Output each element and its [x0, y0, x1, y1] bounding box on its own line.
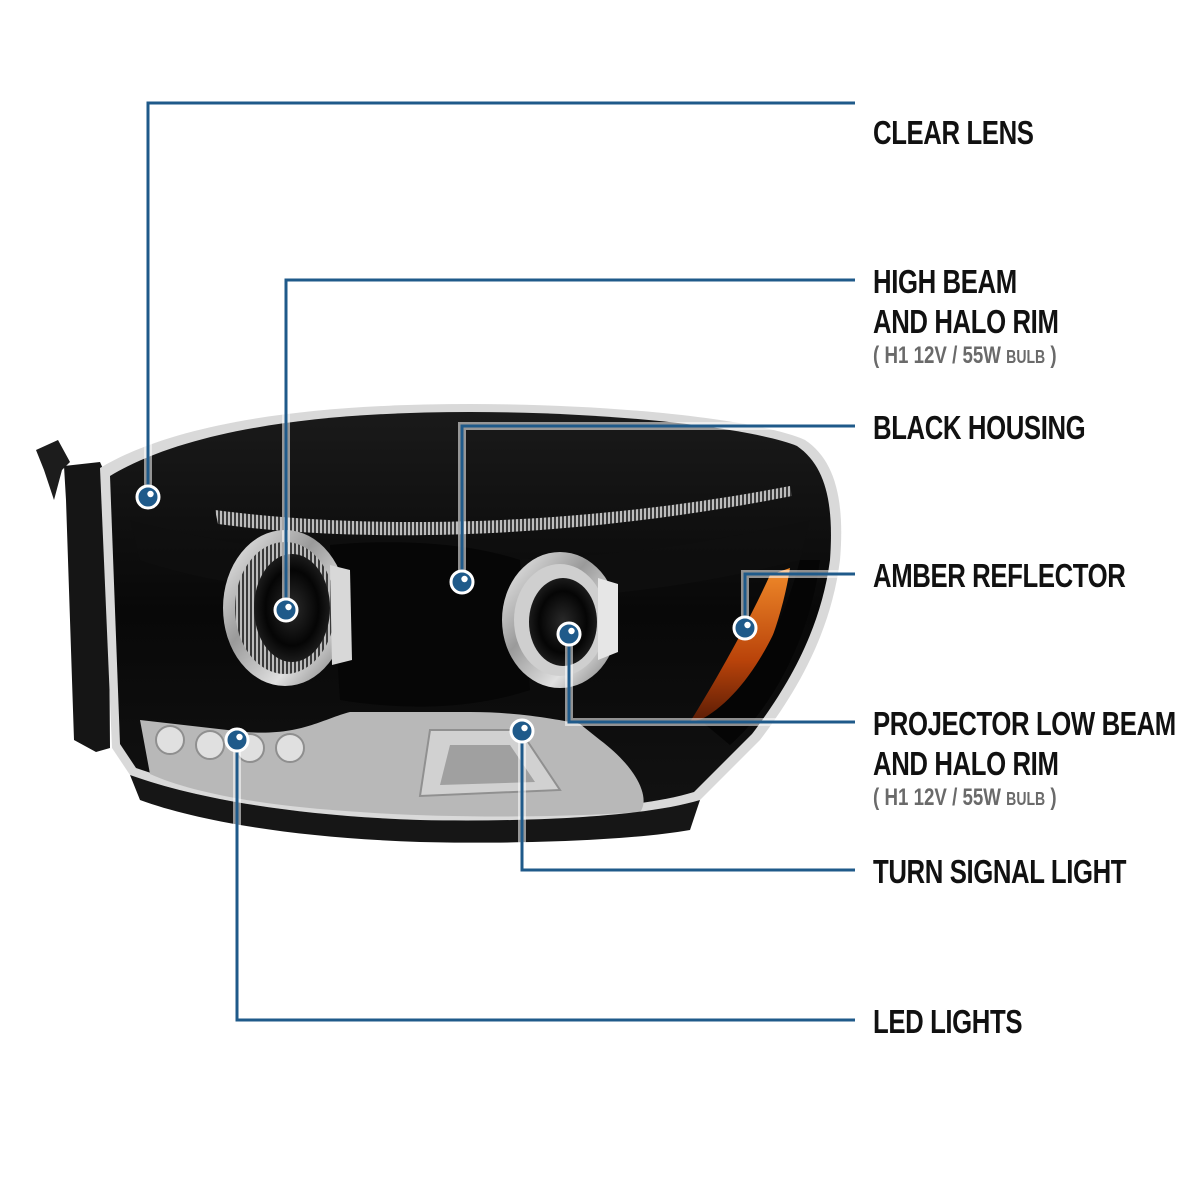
bulb-spec: ( H1 12V / 55W BULB )	[873, 342, 1058, 371]
spec-bulb: BULB	[1006, 347, 1046, 367]
dot-icon	[556, 621, 582, 647]
label-led-lights: LED LIGHTS	[873, 1002, 1023, 1042]
amber-reflector-leader	[743, 572, 855, 628]
high-beam-leader	[284, 278, 855, 610]
dot-icon	[224, 727, 250, 753]
label-text: BLACK HOUSING	[873, 409, 1086, 446]
clear-lens-leader	[146, 101, 855, 497]
callout-dots	[135, 484, 758, 753]
dot-icon	[449, 569, 475, 595]
led-lights-leader	[235, 740, 855, 1022]
dot-icon	[509, 718, 535, 744]
spec-bulb: BULB	[1006, 789, 1046, 809]
black-housing-leader	[460, 424, 855, 582]
projector-leader	[567, 634, 855, 724]
spec-open: (	[873, 784, 885, 811]
mounting-bracket	[36, 440, 110, 752]
turn-signal-leader	[520, 731, 855, 872]
projector-halo	[502, 552, 618, 688]
label-text: AND HALO RIM	[873, 303, 1059, 340]
label-amber-reflector: AMBER REFLECTOR	[873, 556, 1126, 596]
amber-reflector-shape	[690, 568, 790, 722]
spec-main: H1 12V / 55W	[884, 784, 1007, 811]
label-text: CLEAR LENS	[873, 114, 1034, 151]
label-clear-lens: CLEAR LENS	[873, 113, 1034, 153]
bulb-spec: ( H1 12V / 55W BULB )	[873, 784, 1176, 813]
dot-icon	[732, 615, 758, 641]
label-text: AMBER REFLECTOR	[873, 557, 1126, 594]
label-high-beam: HIGH BEAM AND HALO RIM ( H1 12V / 55W BU…	[873, 262, 1059, 371]
spec-close: )	[1045, 784, 1057, 811]
label-text: PROJECTOR LOW BEAM	[873, 705, 1176, 742]
spec-main: H1 12V / 55W	[884, 342, 1007, 369]
label-black-housing: BLACK HOUSING	[873, 408, 1086, 448]
spec-close: )	[1045, 342, 1057, 369]
label-text: AND HALO RIM	[873, 745, 1059, 782]
dot-icon	[135, 484, 161, 510]
label-turn-signal: TURN SIGNAL LIGHT	[873, 852, 1127, 892]
dot-icon	[273, 597, 299, 623]
label-text: TURN SIGNAL LIGHT	[873, 853, 1127, 890]
label-projector-low-beam: PROJECTOR LOW BEAM AND HALO RIM ( H1 12V…	[873, 704, 1176, 813]
label-text: HIGH BEAM	[873, 263, 1017, 300]
callout-lines	[144, 99, 855, 1024]
label-text: LED LIGHTS	[873, 1003, 1023, 1040]
spec-open: (	[873, 342, 885, 369]
housing	[100, 404, 842, 843]
